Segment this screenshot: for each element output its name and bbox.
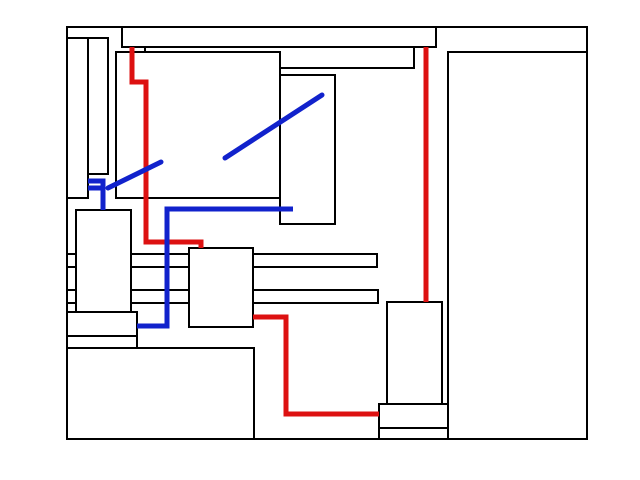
- right-cabinet: [447, 51, 588, 440]
- boiler-plinth: [378, 427, 449, 440]
- left-column-outer: [66, 37, 89, 199]
- left-unit-plinth: [66, 335, 138, 349]
- left-unit: [75, 209, 132, 313]
- blue-wire-left-stub: [88, 178, 106, 210]
- centre-unit: [188, 247, 254, 328]
- left-unit-base: [66, 311, 138, 337]
- vertical-tank: [279, 74, 336, 225]
- left-column-inner: [87, 37, 109, 175]
- blue-wire-diagonal-long: [222, 92, 325, 161]
- red-wire-upper: [129, 47, 204, 248]
- blue-wire-diagonal-short: [105, 159, 164, 191]
- upper-panel: [115, 51, 281, 199]
- boiler-base: [378, 403, 449, 429]
- red-wire-lower: [253, 314, 379, 417]
- top-header-box: [121, 26, 437, 48]
- blue-wire-main: [137, 206, 293, 329]
- boiler-unit: [386, 301, 443, 405]
- bottom-left-block: [66, 347, 255, 440]
